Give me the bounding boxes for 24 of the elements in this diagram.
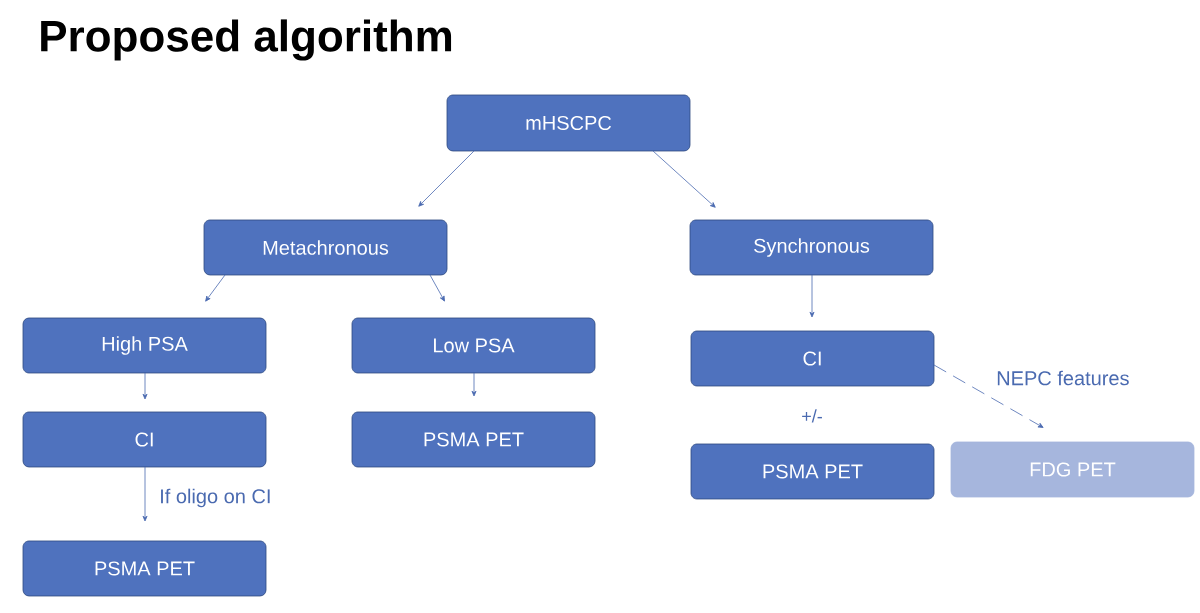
process-box: PSMA PET <box>351 411 596 468</box>
arrow <box>809 274 815 318</box>
edge-label: If oligo on CI <box>158 487 273 509</box>
arrow <box>471 372 477 397</box>
process-box: FDG PET <box>950 441 1195 498</box>
process-box: High PSA <box>22 317 267 374</box>
arrow <box>429 274 445 302</box>
process-box: Low PSA <box>351 317 596 374</box>
process-box: CI <box>22 411 267 468</box>
arrow <box>652 150 716 208</box>
process-box: CI <box>690 330 935 387</box>
process-box: PSMA PET <box>690 443 935 500</box>
edge-label: NEPC features <box>995 369 1131 387</box>
process-box: mHSCPC <box>446 94 691 152</box>
arrow <box>933 364 1044 428</box>
arrow <box>418 150 475 207</box>
process-box: Synchronous <box>689 219 934 276</box>
process-box: Metachronous <box>203 219 448 276</box>
title: Proposed algorithm <box>41 19 452 61</box>
note-label: +/- <box>802 409 822 423</box>
process-box: PSMA PET <box>22 540 267 597</box>
arrow <box>142 372 148 400</box>
arrow <box>205 274 226 302</box>
arrow <box>142 466 148 522</box>
